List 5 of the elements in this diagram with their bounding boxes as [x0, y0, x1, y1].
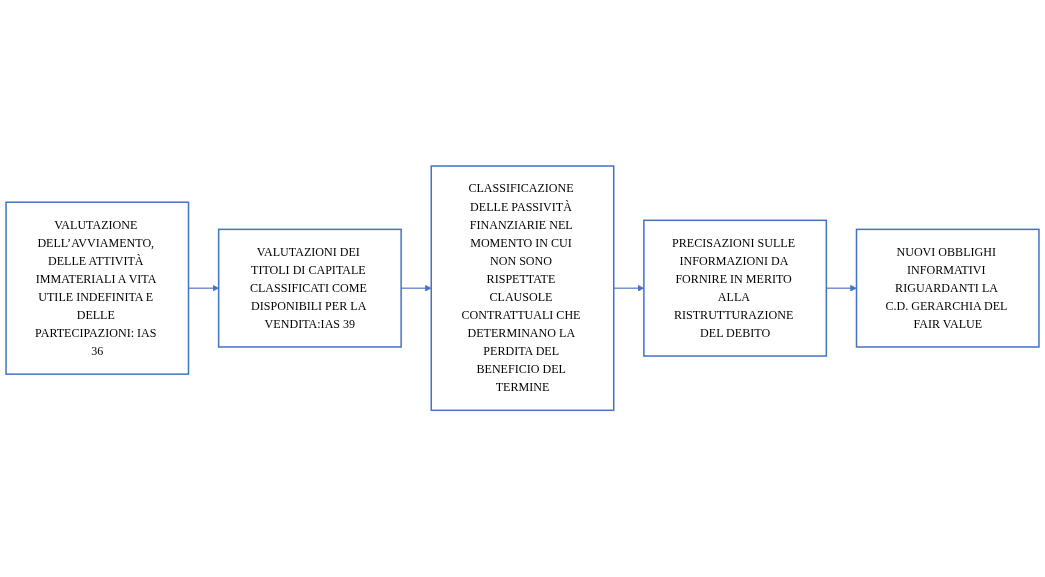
node-box: VALUTAZIONE DELL’AVVIAMENTO, DELLE ATTIVITÀ IMMATERIALI A VITA UTILE INDEFINITA E DELLE PARTECIPAZIONI: IAS 36	[5, 201, 190, 376]
node-box: VALUTAZIONI DEI TITOLI DI CAPITALE CLASSIFICATI COME DISPONIBILI PER LA VENDITA:IAS 39	[217, 228, 402, 349]
node-box: NUOVI OBBLIGHI INFORMATIVI RIGUARDANTI LA C.D. GERARCHIA DEL FAIR VALUE	[855, 228, 1040, 349]
node-box: PRECISAZIONI SULLE INFORMAZIONI DA FORNIRE IN MERITO ALLA RISTRUTTURAZIONE DEL DEBITO	[643, 219, 828, 358]
node-box: CLASSIFICAZIONE DELLE PASSIVITÀ FINANZIARIE NEL MOMENTO IN CUI NON SONO RISPETTATE CLAUSOLE CONTRATTUALI CHE DETERMINANO LA PERDITA DEL BENEFICIO DEL TERMINE	[430, 165, 615, 412]
